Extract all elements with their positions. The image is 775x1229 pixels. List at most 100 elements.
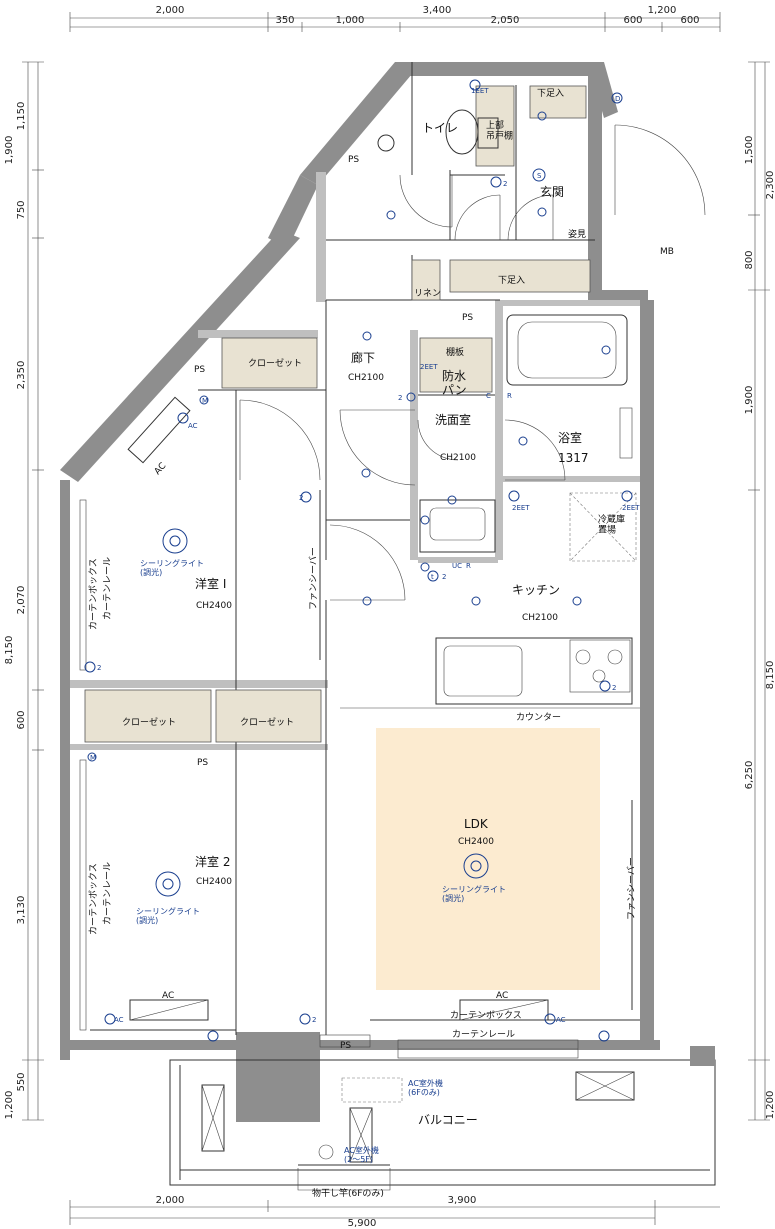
drying-pole-label: 物干し竿(6Fのみ): [312, 1187, 384, 1199]
outlet-room1-label: 2: [97, 664, 101, 672]
eet-kitchen-label: 2EET: [622, 504, 640, 512]
exterior-walls: [60, 62, 660, 1122]
ps-bottom-label: PS: [340, 1041, 351, 1051]
dim-left-6: 2,350: [16, 361, 27, 390]
dim-right-5: 800: [744, 250, 755, 269]
dim-left-5: 750: [16, 200, 27, 219]
ac-outlet-room1-label: AC: [188, 422, 198, 430]
curtain-rail-room2-label: カーテンレール: [102, 862, 113, 925]
shelf-label: 棚板: [446, 346, 464, 358]
dim-top-2: 3,400: [423, 5, 452, 16]
dim-top-7: 600: [623, 15, 642, 26]
dim-left-7: 2,070: [16, 586, 27, 615]
curtain-rail-room1-label: カーテンレール: [102, 557, 113, 620]
shoe-cabinet-top-label: 下足入: [537, 88, 564, 99]
ac-ldk-label: AC: [496, 991, 508, 1001]
dim-right-6: 1,900: [744, 386, 755, 415]
r-bath-label: R: [507, 392, 512, 400]
uc-label: UC: [452, 562, 462, 570]
c-label: C: [486, 392, 491, 400]
eet-washroom-label: 2EET: [420, 363, 438, 371]
upper-cabinet-label: 上部吊戸棚: [486, 119, 513, 141]
dim-left-9: 3,130: [16, 896, 27, 925]
dim-right-2: 8,150: [765, 661, 775, 690]
dim-top-5: 1,000: [336, 15, 365, 26]
kitchen-label: キッチン: [512, 583, 560, 597]
dimension-lines: [22, 12, 770, 1225]
counter-label: カウンター: [516, 712, 561, 723]
outlet-counter-label: 2: [612, 684, 616, 692]
eet-toilet-label: 1EET: [471, 87, 489, 95]
ceiling-light-icon: [463, 853, 489, 879]
dim-left-1: 1,900: [4, 136, 15, 165]
door-swings: [239, 124, 706, 601]
ps-top-label: PS: [462, 313, 473, 323]
mb-label: MB: [660, 247, 674, 257]
m-room2-label: M: [90, 754, 96, 762]
room1-label: 洋室 I: [195, 576, 226, 591]
room1-ch-label: CH2400: [196, 601, 232, 611]
closet2-label: クローゼット: [122, 716, 176, 728]
dim-bottom-3: 5,900: [348, 1218, 377, 1229]
ac-room2-label: AC: [162, 991, 174, 1001]
dim-top-1: 2,000: [156, 5, 185, 16]
waterproof-pan-label: 防水パン: [442, 368, 467, 397]
m-room1-label: M: [202, 397, 208, 405]
mirror-label: 姿見: [568, 228, 586, 240]
outlet-hall-label: 2: [398, 394, 402, 402]
bath-size-label: 1317: [558, 451, 589, 465]
d-label: D: [615, 95, 620, 103]
curtain-box-room1-label: カーテンボックス: [88, 558, 99, 630]
hall-label: 廊下: [351, 350, 375, 365]
dim-left-8: 600: [16, 710, 27, 729]
room2-ch-label: CH2400: [196, 877, 232, 887]
bath-label: 浴室: [558, 430, 582, 445]
ldk-highlight: [376, 728, 600, 990]
dim-right-3: 1,200: [765, 1091, 775, 1120]
fixtures: [79, 109, 637, 1191]
ac-outlet-ldk-label: AC: [556, 1016, 566, 1024]
dim-bottom-1: 2,000: [156, 1195, 185, 1206]
closet1-label: クローゼット: [248, 357, 302, 369]
ldk-ch-label: CH2400: [458, 837, 494, 847]
electrical-symbols: [84, 79, 633, 1042]
curtain-rail-ldk-label: カーテンレール: [452, 1029, 515, 1040]
dim-right-7: 6,250: [744, 761, 755, 790]
fancy-bar-ldk-label: ファンシーバー: [626, 857, 637, 920]
ceiling-light-icon: [155, 871, 181, 897]
ps-toilet-label: PS: [348, 155, 359, 165]
dim-right-4: 1,500: [744, 136, 755, 165]
hall-ch-label: CH2100: [348, 373, 384, 383]
toilet-label: トイレ: [422, 121, 458, 135]
outlet-wash-label: 2: [442, 573, 446, 581]
s-label: S: [537, 172, 542, 180]
ceiling-light-icon: [162, 528, 188, 554]
dim-top-4: 350: [275, 15, 294, 26]
ceiling-light-room1-label: シーリングライト(調光): [140, 558, 204, 577]
dim-top-8: 600: [680, 15, 699, 26]
ceiling-light-ldk-label: シーリングライト(調光): [442, 884, 506, 903]
dim-right-1: 2,300: [765, 171, 775, 200]
closet3-label: クローゼット: [240, 716, 294, 728]
shoe-cabinet-mid-label: 下足入: [498, 275, 525, 286]
room-labels: トイレ 上部吊戸棚 下足入 玄関 姿見 MB 下足入 リネン PS PS PS …: [88, 87, 674, 1199]
dim-top-6: 2,050: [491, 15, 520, 26]
outlet-entrance-label: 2: [503, 180, 507, 188]
r-kitchen-label: R: [466, 562, 471, 570]
fancy-bar-room1-label: ファンシーバー: [308, 547, 319, 610]
ldk-label: LDK: [464, 817, 489, 831]
ps-room1-label: PS: [194, 365, 205, 375]
balcony-outline: [169, 1046, 716, 1186]
curtain-box-ldk-label: カーテンボックス: [450, 1010, 522, 1021]
dim-left-3: 1,200: [4, 1091, 15, 1120]
outlet-room1-fb-label: 2: [299, 494, 303, 502]
ac-outlet-room2-label: AC: [114, 1016, 124, 1024]
fridge-label: 冷蔵庫置場: [598, 513, 625, 535]
dim-left-10: 550: [16, 1072, 27, 1091]
ps-room2-label: PS: [197, 758, 208, 768]
room2-label: 洋室 2: [195, 854, 230, 869]
dim-bottom-2: 3,900: [448, 1195, 477, 1206]
eet-bath-label: 2EET: [512, 504, 530, 512]
outlet-room2-label: 2: [312, 1016, 316, 1024]
